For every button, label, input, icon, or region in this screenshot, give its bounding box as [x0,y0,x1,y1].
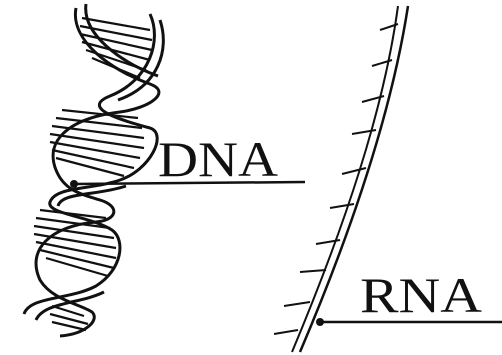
dna-label: DNA [158,131,278,187]
dna-strand-b [24,14,157,314]
rna-label: RNA [360,267,482,323]
dna-helix [24,4,163,336]
